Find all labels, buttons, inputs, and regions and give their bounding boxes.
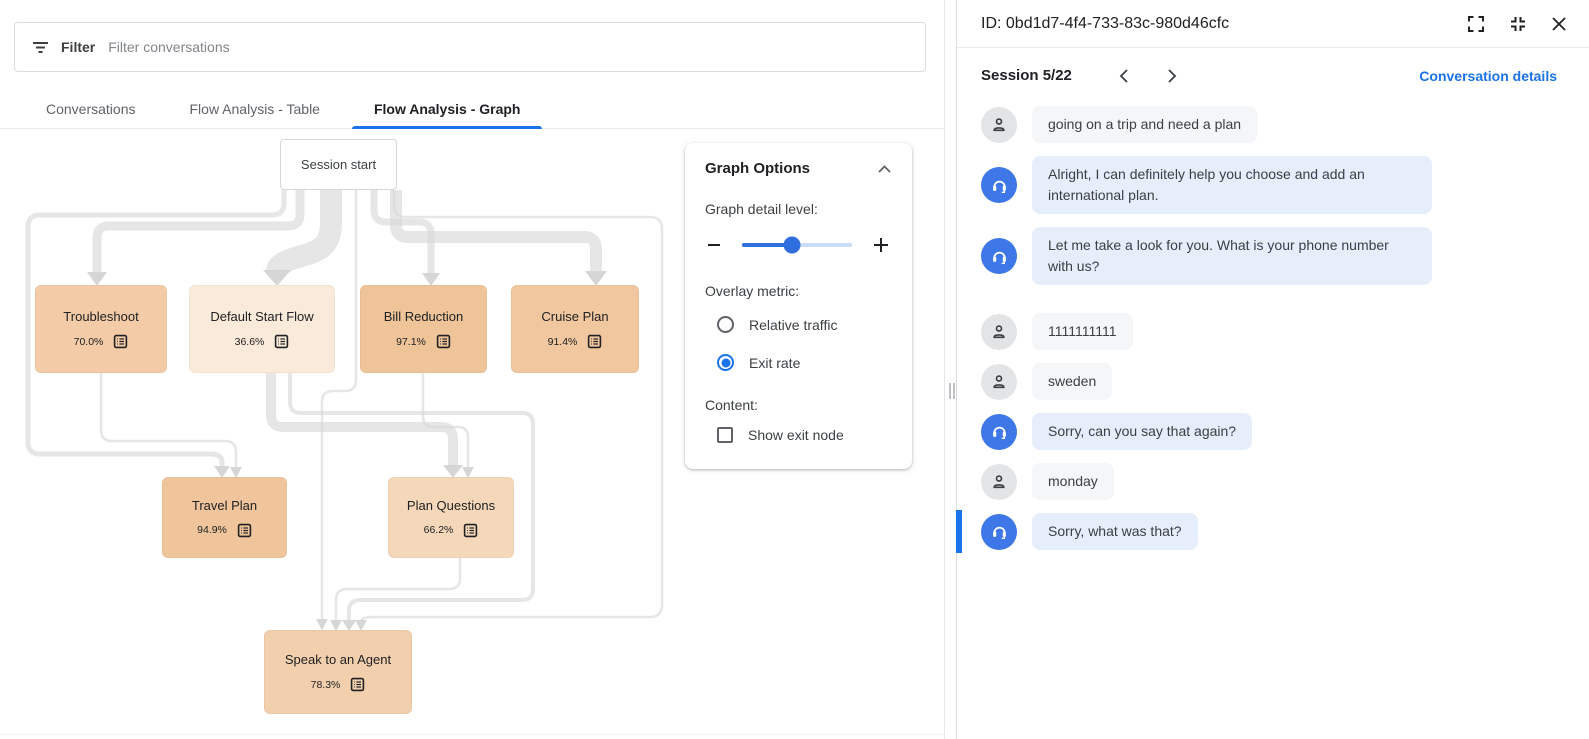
node-exit-rate: 78.3% <box>310 678 341 691</box>
conversation-details-link[interactable]: Conversation details <box>1419 67 1557 84</box>
fullscreen-icon <box>1467 15 1485 33</box>
node-label: Bill Reduction <box>383 309 464 324</box>
filter-icon <box>31 38 50 57</box>
node-label: Travel Plan <box>191 497 258 513</box>
canvas-bottom-border <box>0 734 945 735</box>
checkbox-show-exit-node[interactable]: Show exit node <box>705 427 892 443</box>
flow-node-default-start-flow[interactable]: Default Start Flow 36.6% <box>189 285 335 373</box>
graph-options-title: Graph Options <box>705 160 810 177</box>
flow-node-plan-questions[interactable]: Plan Questions 66.2% <box>388 477 514 558</box>
fullscreen-button[interactable] <box>1467 15 1485 33</box>
message-user: sweden <box>981 363 1565 400</box>
node-label: Speak to an Agent <box>284 652 392 667</box>
message-user: going on a trip and need a plan <box>981 106 1565 143</box>
list-alt-icon[interactable] <box>350 677 365 692</box>
current-turn-indicator <box>956 510 962 553</box>
previous-session-button[interactable] <box>1116 66 1131 86</box>
person-icon <box>981 313 1017 350</box>
session-nav: Session 5/22 Conversation details <box>957 48 1589 103</box>
radio-icon-selected[interactable] <box>717 354 734 371</box>
headset-icon <box>981 167 1017 203</box>
message-bot-highlighted: Sorry, what was that? <box>956 510 1565 553</box>
node-exit-rate: 94.9% <box>197 524 227 536</box>
headset-icon <box>981 413 1017 450</box>
session-counter: Session 5/22 <box>981 67 1072 84</box>
node-exit-rate: 91.4% <box>547 335 578 348</box>
message-user: 1111111111 <box>981 313 1565 350</box>
flow-node-troubleshoot[interactable]: Troubleshoot 70.0% <box>35 285 167 373</box>
chevron-left-icon <box>1118 68 1129 84</box>
message-bot: Alright, I can definitely help you choos… <box>981 156 1565 214</box>
content-label: Content: <box>705 397 758 413</box>
message-bot: Sorry, can you say that again? <box>981 413 1565 450</box>
filter-label: Filter <box>61 39 96 55</box>
overlay-metric-label: Overlay metric: <box>705 283 800 299</box>
node-exit-rate: 66.2% <box>423 524 454 536</box>
person-icon <box>981 106 1017 143</box>
slider-plus-button[interactable] <box>871 235 891 255</box>
chevron-right-icon <box>1167 68 1178 84</box>
radio-icon[interactable] <box>717 316 734 333</box>
node-label: Troubleshoot <box>63 309 139 324</box>
node-exit-rate: 70.0% <box>73 335 104 348</box>
list-alt-icon[interactable] <box>463 523 478 538</box>
conversation-id-title: ID: 0bd1d7-4f4-733-83c-980d46cfc <box>981 14 1230 32</box>
tab-flow-analysis-graph[interactable]: Flow Analysis - Graph <box>351 89 543 129</box>
person-icon <box>981 463 1017 500</box>
close-icon <box>1551 16 1567 32</box>
slider-track[interactable] <box>742 236 852 254</box>
tab-conversations[interactable]: Conversations <box>46 100 136 117</box>
node-exit-rate: 36.6% <box>234 335 265 348</box>
flow-node-bill-reduction[interactable]: Bill Reduction 97.1% <box>360 285 487 373</box>
slider-thumb[interactable] <box>783 236 800 254</box>
message-user: monday <box>981 463 1565 500</box>
slider-minus-button[interactable] <box>705 236 723 254</box>
filter-conversations-input[interactable] <box>106 38 909 56</box>
radio-exit-rate[interactable]: Exit rate <box>705 354 892 371</box>
transcript: going on a trip and need a plan Alright,… <box>956 103 1589 553</box>
flow-analysis-panel: Filter Conversations Flow Analysis - Tab… <box>0 0 945 739</box>
message-bot: Let me take a look for you. What is your… <box>981 227 1565 285</box>
close-panel-button[interactable] <box>1551 16 1567 32</box>
headset-icon <box>981 238 1017 274</box>
list-alt-icon[interactable] <box>587 334 602 349</box>
tab-bar: Conversations Flow Analysis - Table Flow… <box>0 89 945 129</box>
graph-detail-label: Graph detail level: <box>705 201 818 217</box>
list-alt-icon[interactable] <box>237 523 252 538</box>
list-alt-icon[interactable] <box>436 334 451 349</box>
exit-fullscreen-button[interactable] <box>1509 15 1527 33</box>
chevron-up-icon[interactable] <box>877 164 892 174</box>
graph-detail-slider <box>705 235 892 255</box>
panel-resize-handle[interactable] <box>949 383 955 399</box>
conversation-details-panel: ID: 0bd1d7-4f4-733-83c-980d46cfc Session… <box>956 0 1589 739</box>
node-label: Default Start Flow <box>210 309 314 324</box>
flow-graph-edges <box>25 190 664 631</box>
filter-bar[interactable]: Filter <box>14 22 926 72</box>
slider-fill <box>742 243 792 247</box>
graph-options-card: Graph Options Graph detail level: Overla… <box>685 143 912 469</box>
flow-node-session-start[interactable]: Session start <box>280 139 397 190</box>
node-label: Cruise Plan <box>541 309 609 324</box>
flow-node-travel-plan[interactable]: Travel Plan 94.9% <box>162 477 287 558</box>
list-alt-icon[interactable] <box>274 334 289 349</box>
details-header: ID: 0bd1d7-4f4-733-83c-980d46cfc <box>957 0 1589 48</box>
node-label: Plan Questions <box>406 497 496 513</box>
flow-graph-canvas: Session start Troubleshoot 70.0% Default… <box>0 130 945 739</box>
headset-icon <box>981 513 1017 550</box>
checkbox-icon[interactable] <box>717 427 733 443</box>
next-session-button[interactable] <box>1165 66 1180 86</box>
flow-node-cruise-plan[interactable]: Cruise Plan 91.4% <box>511 285 639 373</box>
node-exit-rate: 97.1% <box>396 335 426 348</box>
list-alt-icon[interactable] <box>113 334 128 349</box>
tab-flow-analysis-table[interactable]: Flow Analysis - Table <box>189 100 320 117</box>
radio-relative-traffic[interactable]: Relative traffic <box>705 316 892 333</box>
flow-node-speak-to-an-agent[interactable]: Speak to an Agent 78.3% <box>264 630 412 714</box>
person-icon <box>981 363 1017 400</box>
fullscreen-exit-icon <box>1509 15 1527 33</box>
